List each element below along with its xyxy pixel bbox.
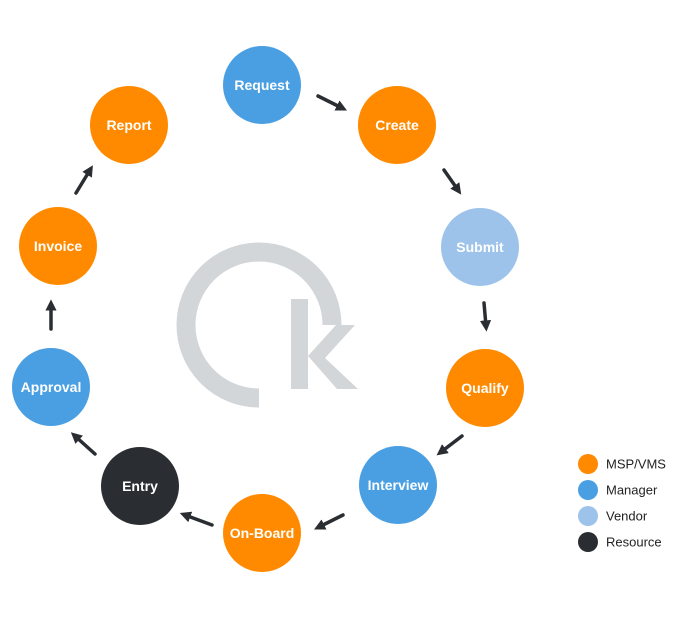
flow-arrow (74, 165, 93, 195)
step-circle (90, 86, 168, 164)
step-circle (223, 494, 301, 572)
flow-arrow (436, 434, 464, 456)
legend-swatch (578, 532, 598, 552)
legend-item-vendor: Vendor (578, 506, 648, 526)
step-node-invoice: Invoice (19, 207, 97, 285)
legend-label: Resource (606, 535, 662, 550)
step-node-interview: Interview (359, 446, 437, 524)
step-label: Invoice (34, 238, 82, 254)
step-node-request: Request (223, 46, 301, 124)
step-node-qualify: Qualify (446, 349, 524, 427)
flow-arrow (479, 301, 492, 332)
legend-label: Vendor (606, 509, 648, 524)
step-label: Entry (122, 478, 158, 494)
step-node-entry: Entry (101, 447, 179, 525)
legend-label: Manager (606, 483, 658, 498)
step-node-report: Report (90, 86, 168, 164)
flow-arrow (442, 168, 462, 195)
step-circle (358, 86, 436, 164)
step-circle (223, 46, 301, 124)
step-label: On-Board (230, 525, 295, 541)
step-node-create: Create (358, 86, 436, 164)
step-circle (19, 207, 97, 285)
step-circle (446, 349, 524, 427)
step-label: Interview (368, 477, 429, 493)
legend-swatch (578, 454, 598, 474)
legend-swatch (578, 480, 598, 500)
legend-item-msp: MSP/VMS (578, 454, 666, 474)
k-logo-icon (176, 242, 358, 408)
step-circle (359, 446, 437, 524)
step-node-on-board: On-Board (223, 494, 301, 572)
step-label: Submit (456, 239, 504, 255)
step-circle (101, 447, 179, 525)
flow-arrow (70, 432, 97, 456)
legend-label: MSP/VMS (606, 457, 666, 472)
flow-arrow (179, 511, 214, 527)
step-label: Request (234, 77, 290, 93)
flow-arrow (316, 94, 348, 111)
step-label: Qualify (461, 380, 509, 396)
step-circle (441, 208, 519, 286)
step-label: Create (375, 117, 419, 133)
step-label: Approval (21, 379, 82, 395)
step-label: Report (106, 117, 151, 133)
legend-item-manager: Manager (578, 480, 658, 500)
step-circle (12, 348, 90, 426)
legend-swatch (578, 506, 598, 526)
step-node-approval: Approval (12, 348, 90, 426)
step-node-submit: Submit (441, 208, 519, 286)
flow-arrow (313, 513, 345, 530)
legend-item-resource: Resource (578, 532, 662, 552)
